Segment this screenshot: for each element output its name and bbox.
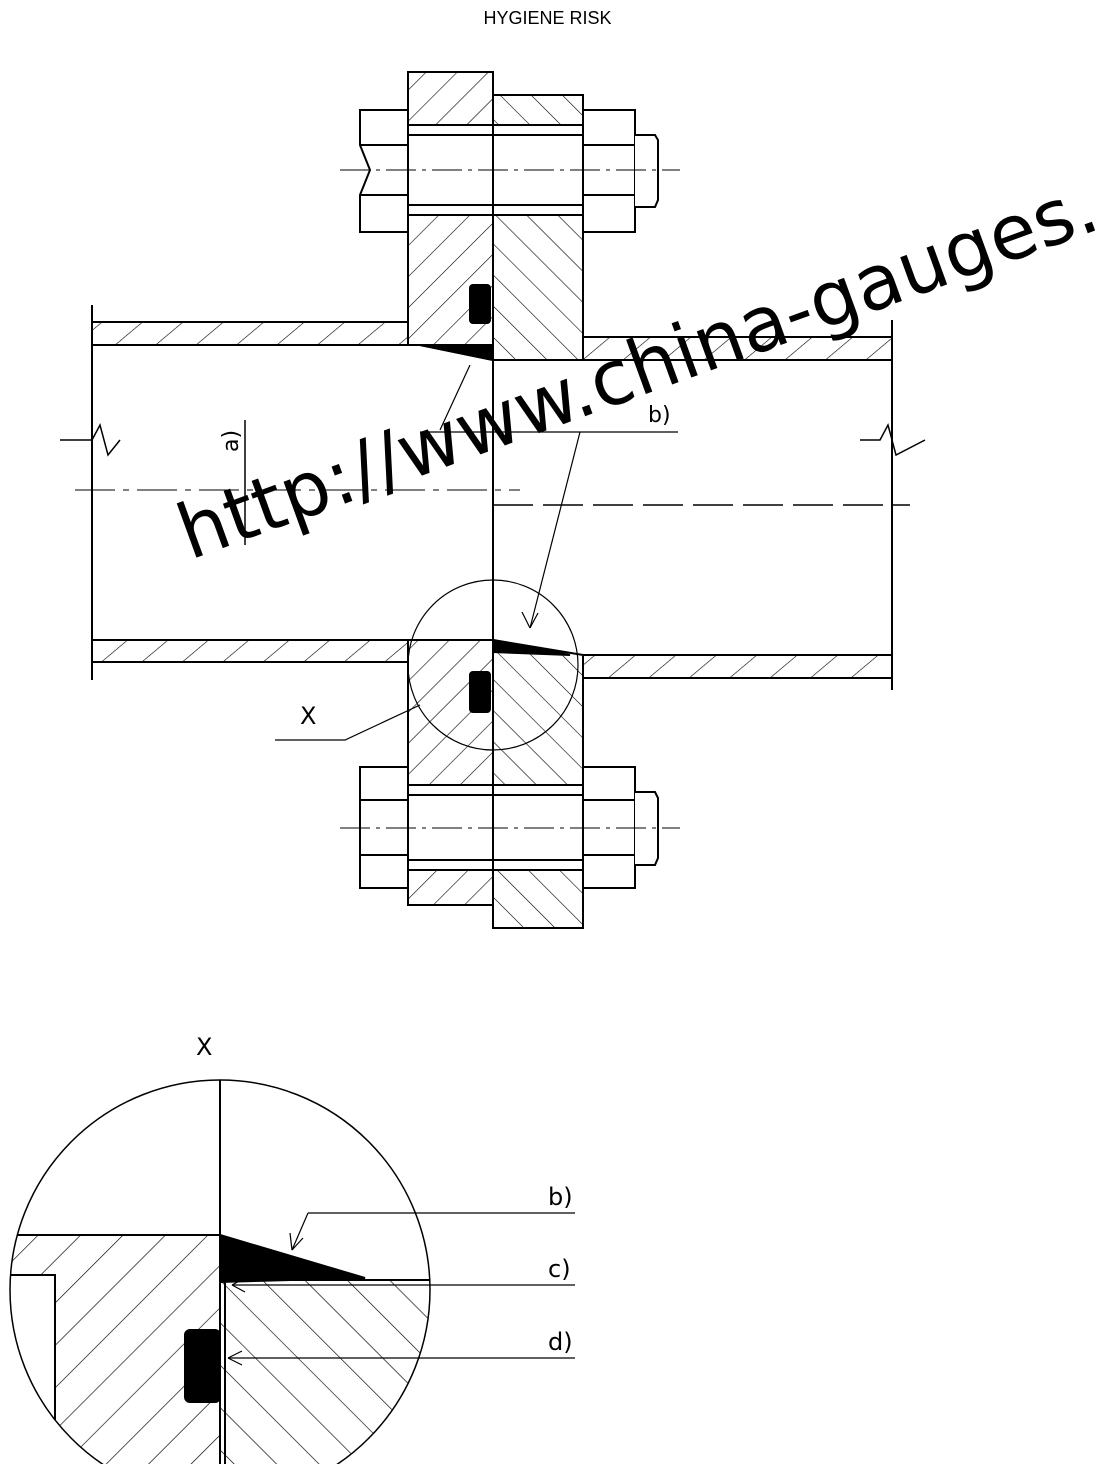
detail-label-d: d) (548, 1328, 573, 1356)
page-title: HYGIENE RISK (483, 8, 612, 28)
detail-label-c: c) (548, 1255, 571, 1283)
bolt-bottom (340, 766, 680, 889)
right-flange-top (492, 94, 584, 126)
right-flange-bottom (492, 638, 584, 786)
gasket-top (469, 284, 491, 324)
label-a: a) (219, 430, 244, 452)
break-mark-right (860, 422, 926, 457)
label-x: X (300, 702, 316, 730)
crevice-bottom (492, 638, 571, 656)
break-mark-left (60, 422, 121, 457)
detail-circle (407, 579, 579, 751)
crevice-top (419, 344, 494, 362)
detail-view (9, 1079, 575, 1464)
bolt-top (340, 109, 680, 233)
main-section (60, 71, 926, 929)
detail-label-b: b) (548, 1183, 573, 1211)
left-flange-top (407, 71, 494, 126)
detail-title: X (196, 1033, 212, 1061)
label-b: b) (648, 403, 671, 428)
left-pipe-wall-top (91, 321, 409, 346)
gasket-bottom (469, 671, 491, 713)
left-pipe-wall-bottom (91, 639, 409, 663)
right-pipe-wall-bottom (582, 654, 893, 679)
